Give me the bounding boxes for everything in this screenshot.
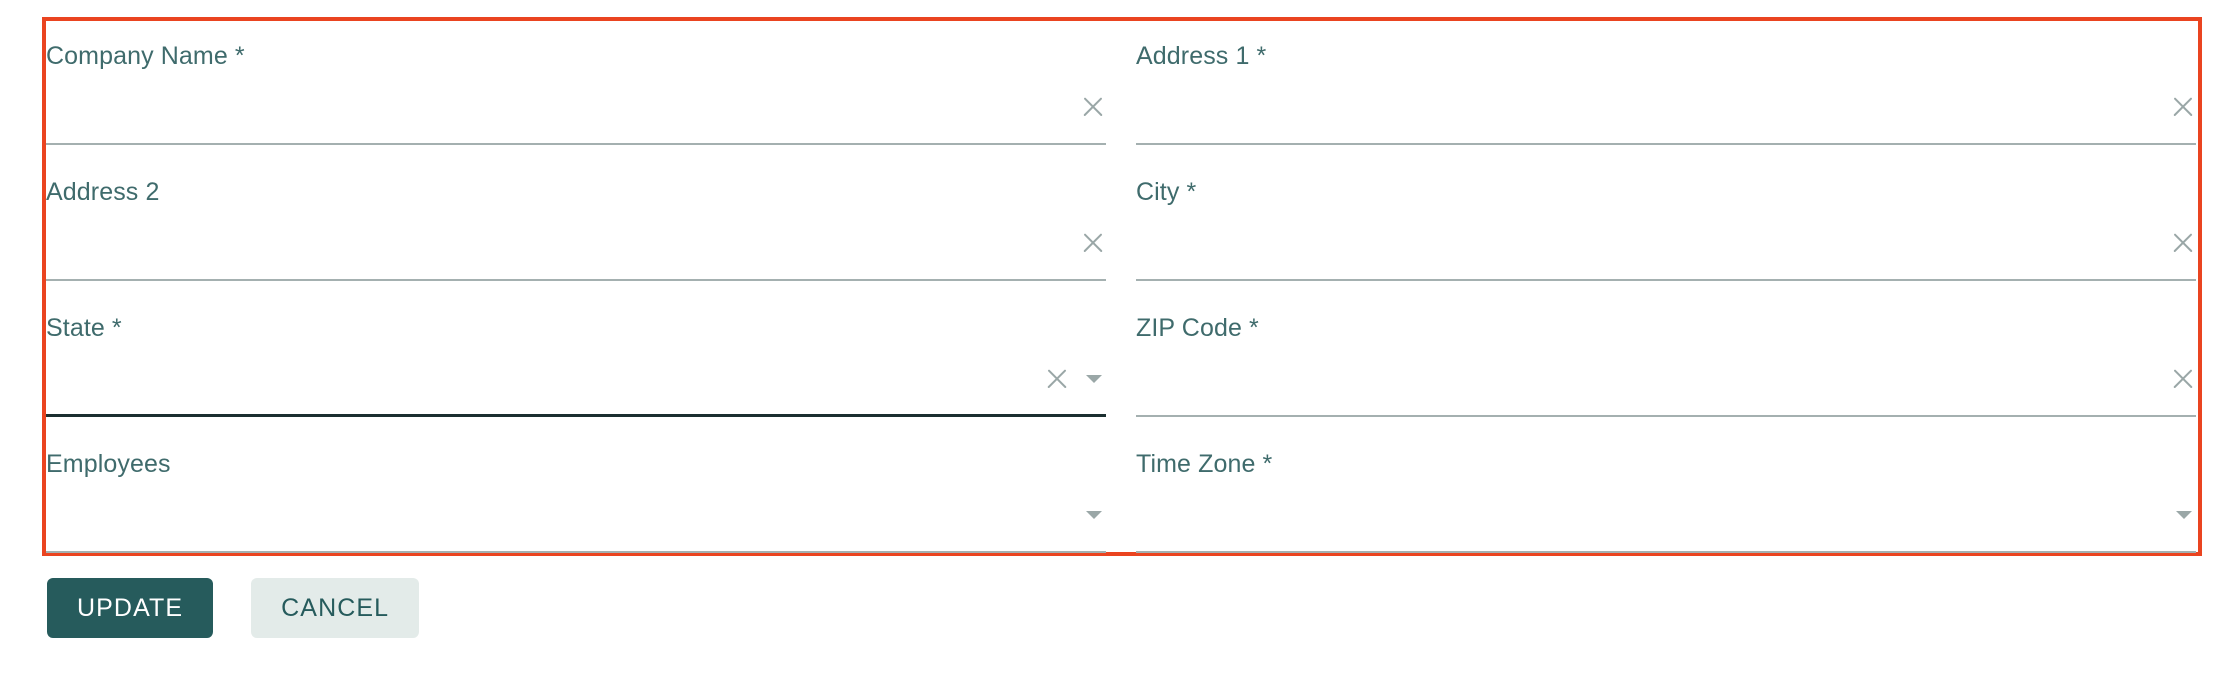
chevron-down-icon[interactable] (1086, 375, 1102, 383)
field-label-address-1: Address 1 * (1136, 42, 1267, 70)
field-adornments (2170, 221, 2196, 265)
close-icon[interactable] (1080, 94, 1106, 120)
field-control-employees[interactable] (46, 487, 1106, 553)
close-icon[interactable] (2170, 366, 2196, 392)
form-row: State * ZIP Code * (46, 299, 2198, 435)
field-underline (1136, 279, 2196, 281)
field-label-city: City * (1136, 178, 1197, 206)
field-label-state: State * (46, 314, 122, 342)
cancel-button[interactable]: CANCEL (251, 578, 420, 638)
chevron-down-icon[interactable] (2176, 511, 2192, 519)
field-underline (46, 279, 1106, 281)
field-company-name: Company Name * (46, 27, 1106, 145)
field-employees: Employees (46, 435, 1106, 553)
field-city: City * (1136, 163, 2196, 281)
update-button[interactable]: UPDATE (47, 578, 214, 638)
field-control-address-1[interactable] (1136, 79, 2196, 145)
field-underline (46, 551, 1106, 553)
city-input[interactable] (1136, 215, 2196, 277)
field-control-time-zone[interactable] (1136, 487, 2196, 553)
address-1-input[interactable] (1136, 79, 2196, 141)
field-control-state[interactable] (46, 351, 1106, 417)
field-underline (1136, 551, 2196, 553)
field-adornments (1080, 85, 1106, 129)
field-state: State * (46, 299, 1106, 417)
close-icon[interactable] (2170, 94, 2196, 120)
close-icon[interactable] (2170, 230, 2196, 256)
state-select-input[interactable] (46, 351, 1106, 413)
field-label-company-name: Company Name * (46, 42, 245, 70)
field-label-employees: Employees (46, 450, 171, 478)
field-control-address-2[interactable] (46, 215, 1106, 281)
company-name-input[interactable] (46, 79, 1106, 141)
form-row: Company Name * Address 1 * (46, 27, 2198, 163)
close-icon[interactable] (1044, 366, 1070, 392)
field-underline-focused (46, 414, 1106, 417)
field-control-city[interactable] (1136, 215, 2196, 281)
field-control-company-name[interactable] (46, 79, 1106, 145)
field-adornments (2176, 493, 2196, 537)
field-underline (1136, 415, 2196, 417)
chevron-down-icon[interactable] (1086, 511, 1102, 519)
employees-select-input[interactable] (46, 487, 1106, 549)
field-underline (46, 143, 1106, 145)
company-address-form: Company Name * Address 1 * (46, 21, 2198, 553)
form-actions: UPDATE CANCEL (47, 578, 420, 638)
form-row: Employees Time Zone * (46, 435, 2198, 571)
field-adornments (1080, 221, 1106, 265)
field-label-address-2: Address 2 (46, 178, 160, 206)
field-address-1: Address 1 * (1136, 27, 2196, 145)
field-adornments (1086, 493, 1106, 537)
field-control-zip-code[interactable] (1136, 351, 2196, 417)
field-underline (1136, 143, 2196, 145)
address-2-input[interactable] (46, 215, 1106, 277)
field-address-2: Address 2 (46, 163, 1106, 281)
field-time-zone: Time Zone * (1136, 435, 2196, 553)
time-zone-select-input[interactable] (1136, 487, 2196, 549)
field-label-zip-code: ZIP Code * (1136, 314, 1259, 342)
zip-code-input[interactable] (1136, 351, 2196, 413)
field-adornments (2170, 357, 2196, 401)
field-label-time-zone: Time Zone * (1136, 450, 1273, 478)
field-adornments (2170, 85, 2196, 129)
field-adornments (1044, 357, 1106, 401)
field-zip-code: ZIP Code * (1136, 299, 2196, 417)
close-icon[interactable] (1080, 230, 1106, 256)
form-highlight-box: Company Name * Address 1 * (42, 17, 2202, 556)
form-row: Address 2 City * (46, 163, 2198, 299)
